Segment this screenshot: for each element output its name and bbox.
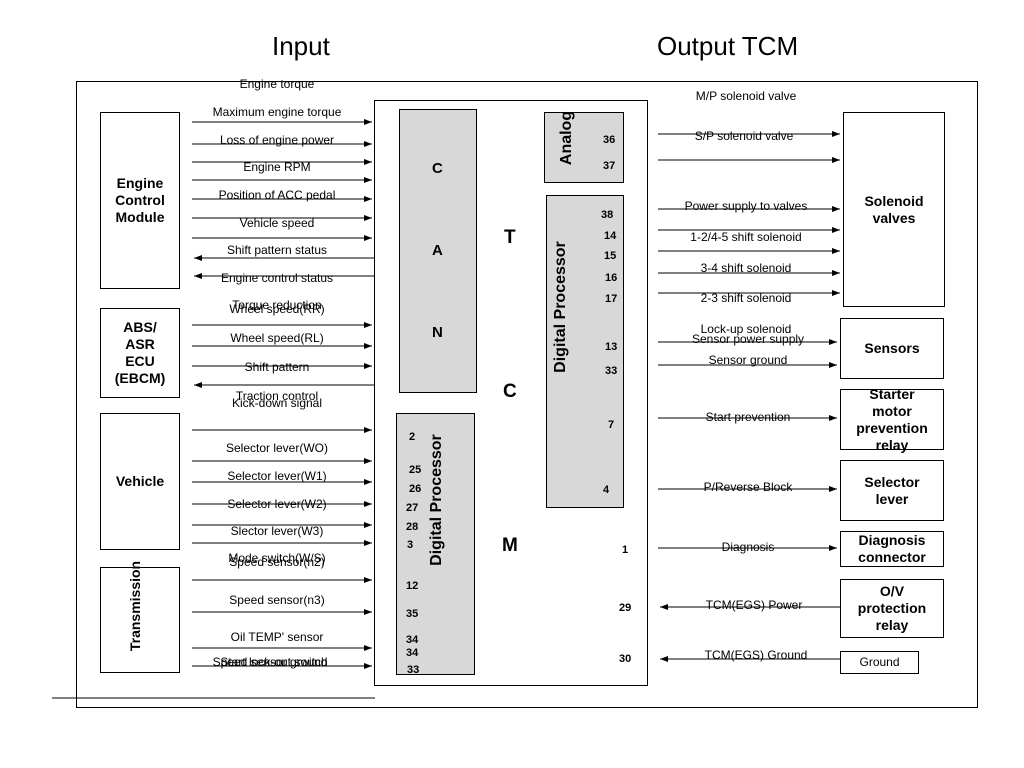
pin-34a: 34: [406, 634, 419, 646]
vehicle-label: Vehicle: [115, 473, 165, 489]
pin-26: 26: [409, 483, 422, 495]
solenoid-valves-box: Solenoid valves: [843, 112, 945, 307]
ground-label: Ground: [859, 655, 900, 669]
pin-33-right: 33: [605, 365, 618, 377]
output-label-start-prevention: Start prevention: [705, 410, 791, 424]
ov-relay-label: O/V protection relay: [857, 583, 927, 633]
output-label-shift-solenoid-1245: 1-2/4-5 shift solenoid: [690, 230, 802, 244]
sensors-box: Sensors: [840, 318, 944, 379]
output-label-lockup-solenoid: Lock-up solenoid: [700, 322, 792, 336]
input-label-torque-reduction: Torque reduction: [232, 298, 322, 312]
sensors-label: Sensors: [864, 340, 920, 356]
input-label-engine-control-status: Engine control status: [220, 271, 334, 285]
selector-lever-label: Selector lever: [864, 473, 920, 507]
input-label-selector-wo: Selector lever(WO): [225, 441, 329, 455]
right-digital-processor-block: [546, 195, 624, 508]
input-label-selector-w1: Selector lever(W1): [227, 469, 327, 483]
input-label-speed-sensor-n2: Speed sensor(n2): [229, 555, 325, 569]
pin-35: 35: [406, 608, 419, 620]
pin-1: 1: [622, 544, 629, 556]
output-label-shift-solenoid-23: 2-3 shift solenoid: [700, 291, 792, 305]
pin-27: 27: [406, 502, 419, 514]
pin-36: 36: [603, 134, 616, 146]
pin-4: 4: [603, 484, 610, 496]
tcm-letter-c: C: [503, 381, 517, 402]
pin-3: 3: [407, 539, 414, 551]
input-label-shift-pattern-status: Shift pattern status: [226, 243, 328, 257]
output-label-tcm-power: TCM(EGS) Power: [705, 598, 803, 612]
pin-7: 7: [608, 419, 615, 431]
diagnosis-connector-label: Diagnosis connector: [858, 532, 926, 565]
solenoid-valves-label: Solenoid valves: [864, 192, 924, 226]
vehicle-box: Vehicle: [100, 413, 180, 550]
outer-frame: [76, 81, 978, 708]
starter-relay-label: Starter motor prevention relay: [856, 385, 928, 453]
analog-block: [544, 112, 624, 183]
starter-relay-box: Starter motor prevention relay: [840, 386, 944, 453]
engine-control-module-box: Engine Control Module: [100, 112, 180, 289]
input-label-engine-rpm: Engine RPM: [243, 160, 311, 174]
pin-2: 2: [409, 431, 416, 443]
output-label-sensor-ground: Sensor ground: [708, 353, 788, 367]
input-label-max-engine-torque: Maximum engine torque: [212, 105, 342, 119]
input-label-selector-w3: Slector lever(W3): [230, 524, 324, 538]
input-label-mode-switch: Mode switch(W/S): [228, 551, 326, 565]
output-label-diagnosis: Diagnosis: [721, 540, 775, 554]
pin-29: 29: [619, 602, 632, 614]
input-label-engine-torque: Engine torque: [239, 77, 315, 91]
selector-lever-box: Selector lever: [840, 460, 944, 521]
output-title: Output TCM: [657, 31, 799, 61]
pin-16: 16: [605, 272, 618, 284]
pin-14: 14: [604, 230, 617, 242]
pin-15: 15: [604, 250, 617, 262]
input-title: Input: [272, 31, 330, 61]
output-label-p-reverse-block: P/Reverse Block: [703, 480, 793, 494]
input-label-traction-control: Traction control: [235, 389, 319, 403]
pin-17: 17: [605, 293, 618, 305]
tcm-letter-t: T: [504, 227, 516, 248]
can-letter-c: C: [432, 160, 443, 177]
input-label-wheel-speed-rr: Wheel speed(RR): [229, 302, 325, 316]
can-letter-n: N: [432, 324, 443, 341]
input-label-speed-sensor-n3: Speed sensor(n3): [229, 593, 325, 607]
pin-12: 12: [406, 580, 419, 592]
input-label-vehicle-speed: Vehicle speed: [239, 216, 315, 230]
abs-asr-ecu-box: ABS/ ASR ECU (EBCM): [100, 308, 180, 398]
tcm-box: [374, 100, 648, 686]
can-block: [399, 109, 477, 393]
output-label-mp-solenoid: M/P solenoid valve: [695, 89, 797, 103]
pin-30: 30: [619, 653, 632, 665]
pin-38: 38: [601, 209, 614, 221]
can-letter-a: A: [432, 242, 443, 259]
input-label-wheel-speed-rl: Wheel speed(RL): [230, 331, 324, 345]
diagnosis-connector-box: Diagnosis connector: [840, 531, 944, 567]
pin-25: 25: [409, 464, 422, 476]
input-label-shift-pattern: Shift pattern: [244, 360, 310, 374]
tcm-letter-m: M: [502, 535, 518, 556]
pin-28: 28: [406, 521, 419, 533]
abs-asr-ecu-label: ABS/ ASR ECU (EBCM): [114, 319, 166, 386]
pin-37: 37: [603, 160, 616, 172]
ground-box: Ground: [840, 651, 919, 674]
ov-relay-box: O/V protection relay: [840, 579, 944, 638]
output-label-shift-solenoid-34: 3-4 shift solenoid: [700, 261, 792, 275]
engine-control-module-label: Engine Control Module: [115, 175, 165, 225]
left-digital-processor-block: [396, 413, 475, 675]
transmission-box: [100, 567, 180, 673]
pin-13: 13: [605, 341, 618, 353]
input-label-oil-temp: Oil TEMP' sensor: [230, 630, 324, 644]
input-label-kick-down: Kick-down signal: [231, 396, 323, 410]
pin-33-left: 33: [407, 664, 420, 676]
pin-34b: 34: [406, 647, 419, 659]
output-label-sp-solenoid: S/P solenoid valve: [694, 129, 794, 143]
